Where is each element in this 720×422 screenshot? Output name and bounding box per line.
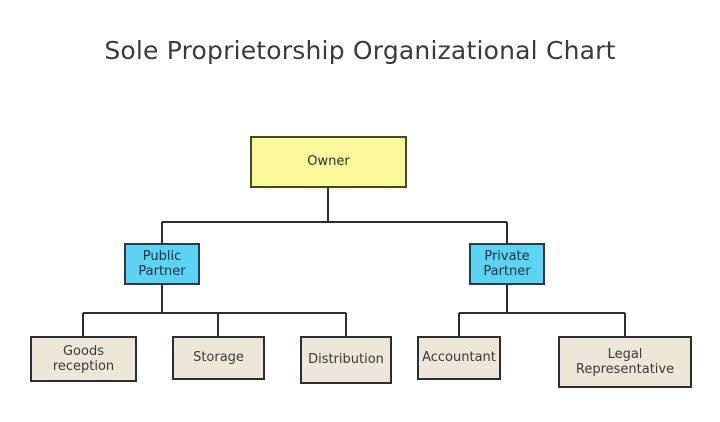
node-legal-representative[interactable]: Legal Representative	[558, 336, 692, 388]
node-public-partner-label: Public Partner	[138, 248, 186, 279]
node-legal-representative-label: Legal Representative	[575, 346, 675, 377]
node-owner[interactable]: Owner	[250, 136, 407, 188]
node-accountant[interactable]: Accountant	[417, 336, 501, 380]
node-storage[interactable]: Storage	[172, 336, 265, 380]
node-goods-reception[interactable]: Goods reception	[30, 336, 137, 382]
node-storage-label: Storage	[193, 350, 244, 366]
node-public-partner[interactable]: Public Partner	[124, 243, 200, 285]
node-goods-reception-label: Goods reception	[52, 343, 115, 374]
node-private-partner-label: Private Partner	[483, 248, 531, 279]
node-distribution-label: Distribution	[308, 352, 384, 368]
node-distribution[interactable]: Distribution	[300, 336, 392, 384]
node-private-partner[interactable]: Private Partner	[469, 243, 545, 285]
node-accountant-label: Accountant	[422, 350, 496, 366]
page-title: Sole Proprietorship Organizational Chart	[104, 36, 616, 65]
node-owner-label: Owner	[307, 154, 350, 170]
